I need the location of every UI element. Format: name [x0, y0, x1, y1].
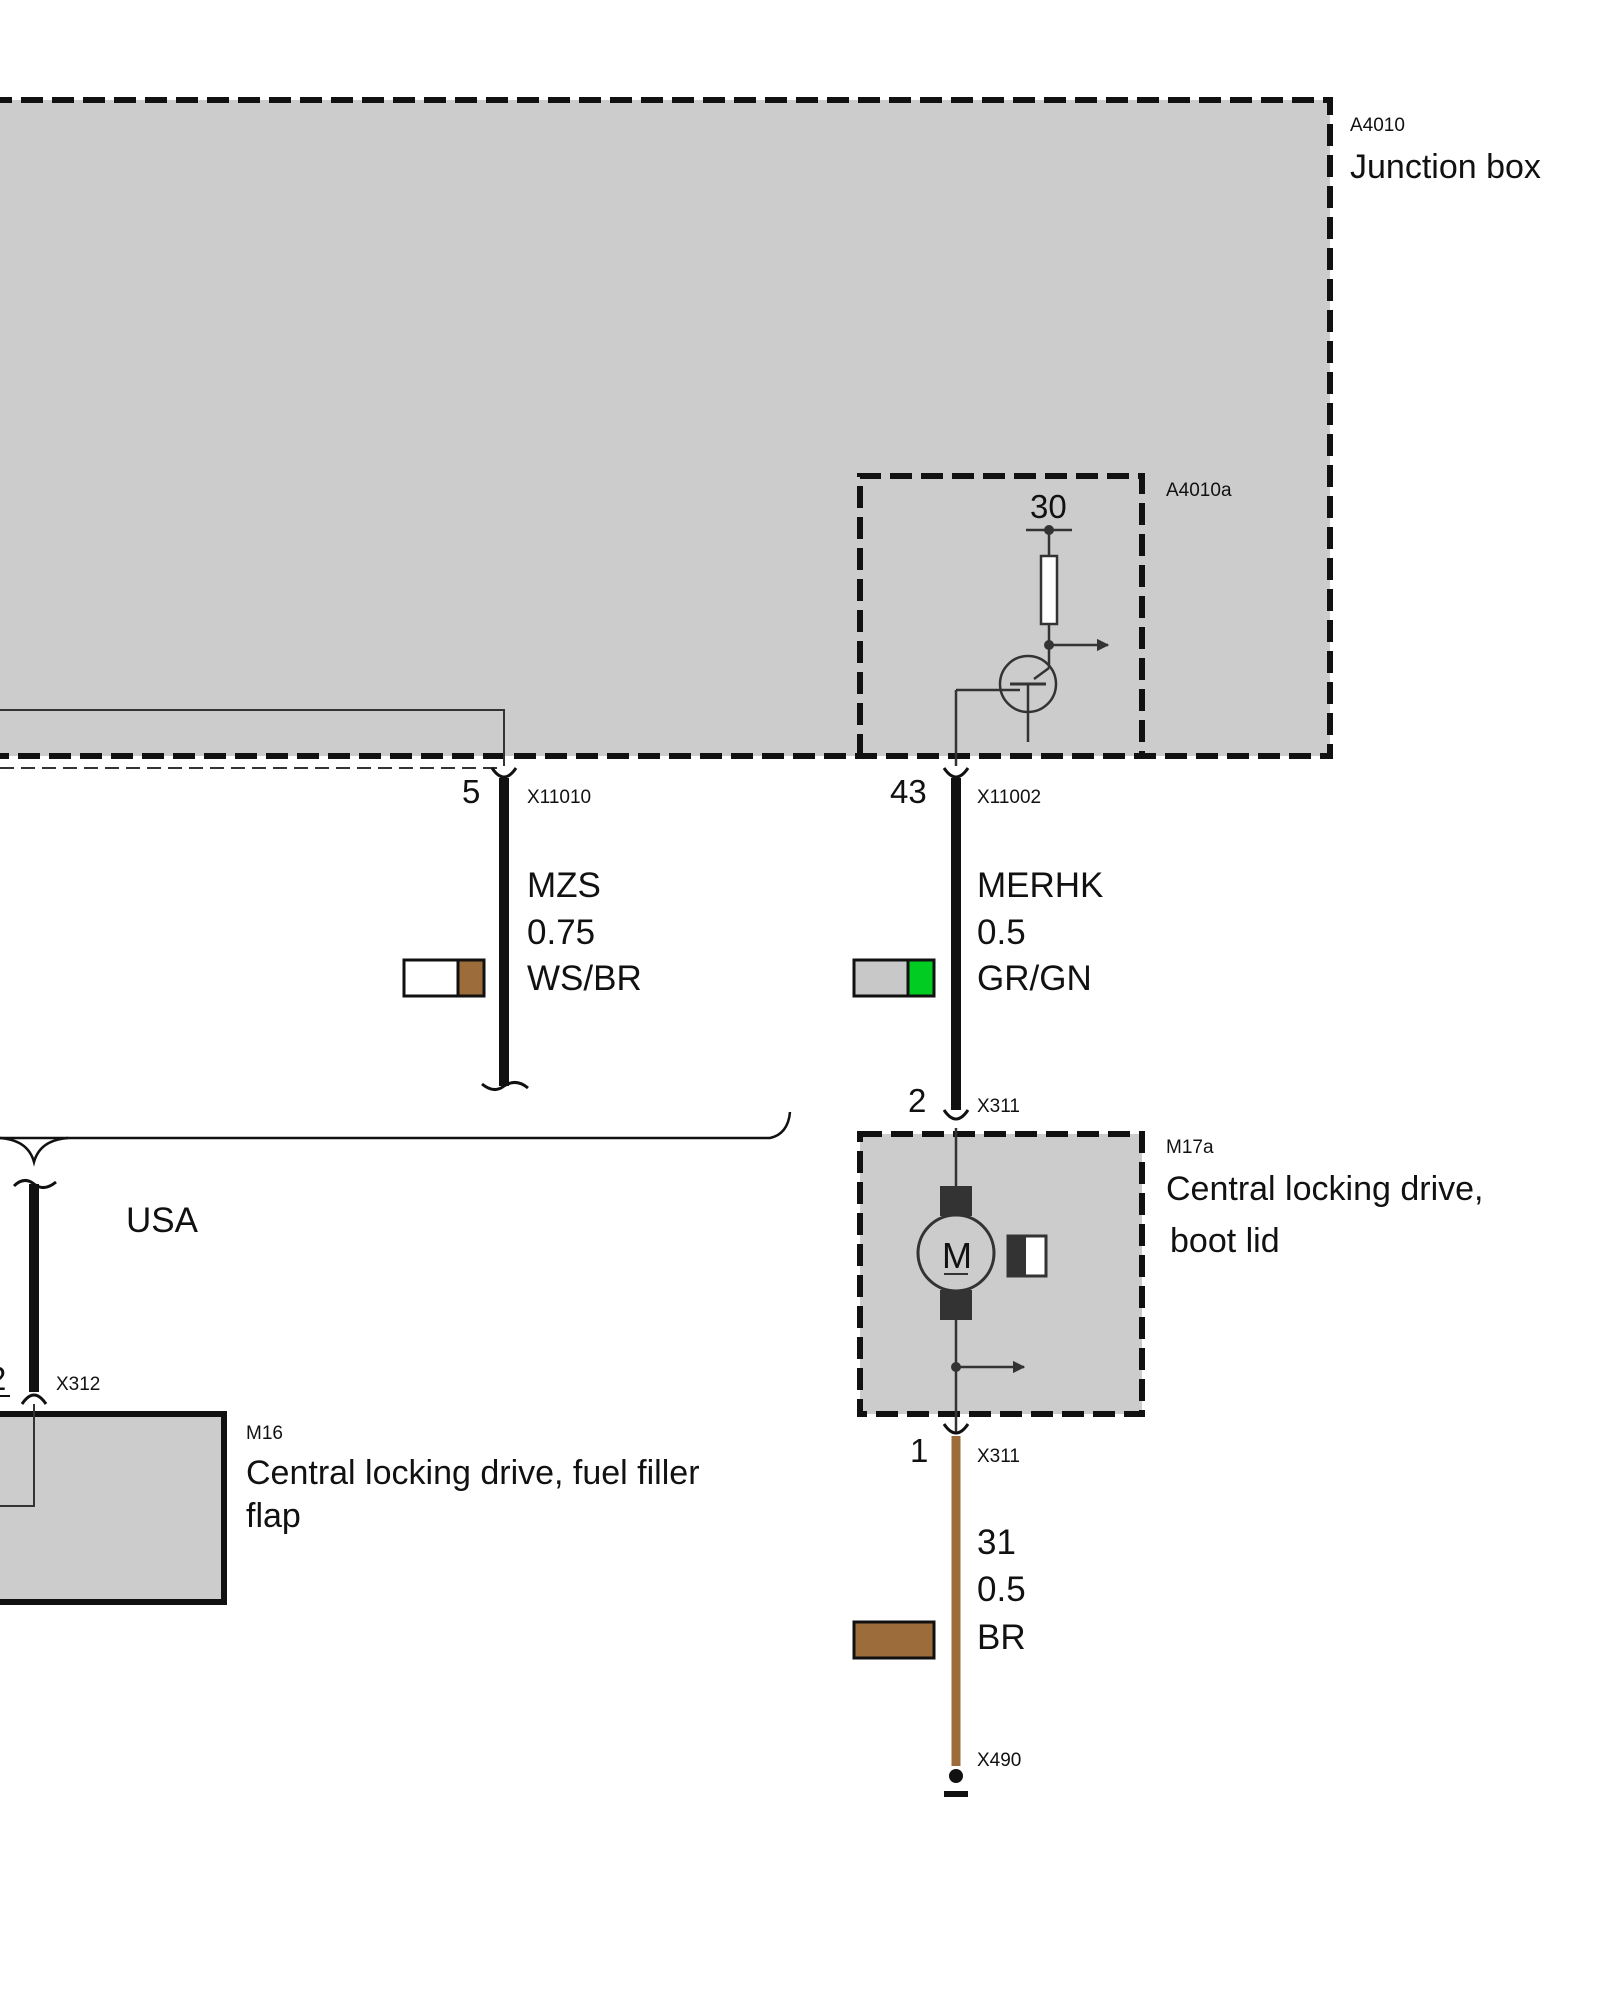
ground-x490-id: X490: [977, 1750, 1021, 1771]
wire-31-color-swatch: [852, 1620, 936, 1660]
junction-box-ref: A4010: [1350, 115, 1405, 136]
wire-merhk-signal: MERHK: [977, 866, 1103, 905]
variant-brace: [0, 1111, 792, 1140]
connector-x11002-id: X11002: [977, 787, 1041, 808]
component-m16: [0, 1411, 227, 1605]
component-m16-name-line1: Central locking drive, fuel filler: [246, 1454, 700, 1492]
component-m17a-name-line1: Central locking drive,: [1166, 1170, 1483, 1208]
terminal-30-label: 30: [1030, 488, 1067, 525]
connector-x312-pin: 2: [0, 1360, 6, 1397]
wire-31-color: BR: [977, 1618, 1026, 1657]
connector-x11010-symbol: [490, 767, 518, 779]
transistor-switch-circuit: [954, 528, 1110, 766]
connector-x11010-id: X11010: [527, 787, 591, 808]
connector-x11002-pin: 43: [890, 773, 927, 810]
variant-brace-tip: [0, 1136, 69, 1167]
connector-x11010-pin: 5: [462, 773, 480, 810]
variant-label: USA: [126, 1201, 199, 1240]
connector-x312-symbol: [20, 1393, 48, 1405]
wire-31-signal: 31: [977, 1523, 1016, 1562]
motor-symbol-label: M: [942, 1235, 972, 1276]
connector-x311-bottom-pin: 1: [910, 1432, 928, 1469]
motor-actuator-icon: [1006, 1234, 1048, 1278]
ground-symbol: [944, 1769, 968, 1797]
node-dot: [1044, 640, 1054, 650]
sub-box-ref: A4010a: [1166, 480, 1232, 501]
wire-mzs-size: 0.75: [527, 913, 595, 952]
connector-x311-top-symbol: [942, 1109, 970, 1121]
connector-x311-top-pin: 2: [908, 1082, 926, 1119]
internal-signal-line: [0, 709, 505, 766]
wire-31-size: 0.5: [977, 1570, 1026, 1609]
m16-internal-line: [0, 1404, 35, 1507]
wire-mzs-color: WS/BR: [527, 959, 642, 998]
node-dot: [1044, 525, 1054, 535]
component-m17a-name-line2: boot lid: [1170, 1222, 1280, 1260]
wire-merhk-size: 0.5: [977, 913, 1026, 952]
junction-box-name: Junction box: [1350, 148, 1541, 186]
wire-mzs-break: [481, 1081, 529, 1091]
component-m17a-ref: M17a: [1166, 1137, 1214, 1158]
junction-box-a4010: [0, 97, 1333, 759]
component-m16-ref: M16: [246, 1423, 283, 1444]
wire-merhk-color-swatch: [852, 958, 936, 998]
wire-mzs-signal: MZS: [527, 866, 601, 905]
connector-x311-bottom-id: X311: [977, 1446, 1020, 1467]
connector-x311-bottom-symbol: [942, 1423, 970, 1435]
connector-x311-top-id: X311: [977, 1096, 1020, 1117]
node-dot: [951, 1362, 961, 1372]
wire-mzs-color-swatch: [402, 958, 486, 998]
component-m17a: [857, 1131, 1145, 1417]
connector-x312-id: X312: [56, 1374, 100, 1395]
connector-x11002-symbol: [942, 767, 970, 779]
wire-merhk-color: GR/GN: [977, 959, 1092, 998]
motor-circuit: [916, 1128, 1026, 1432]
sub-box-a4010a: [857, 473, 1145, 756]
component-m16-name-line2: flap: [246, 1497, 301, 1535]
